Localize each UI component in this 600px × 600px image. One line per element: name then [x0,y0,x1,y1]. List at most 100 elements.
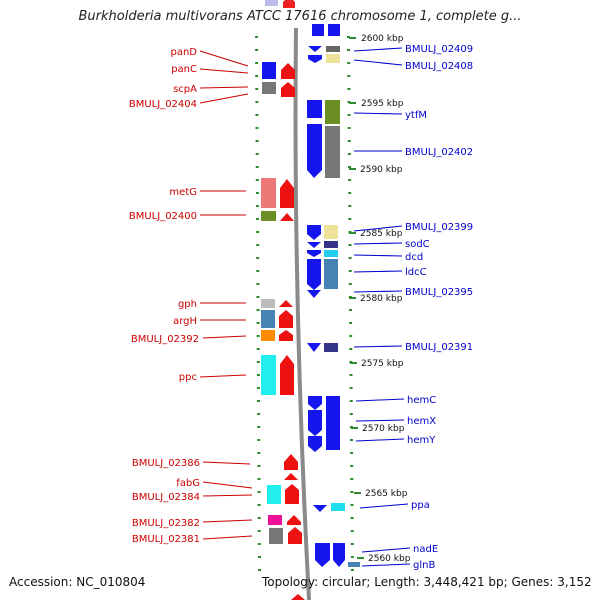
right-track-dot [348,283,352,285]
gene-glnB [348,562,360,567]
gene-hemC [326,396,340,450]
label-argH: argH [173,316,197,327]
label-BMULJ_02384: BMULJ_02384 [132,492,200,503]
gene-nadE-b [333,543,345,567]
gene-BMULJ_02408 [308,55,322,63]
left-track-dot [255,166,259,168]
left-track-dot [256,374,260,376]
left-track-dot [256,348,260,350]
gene-arrow-top [283,0,295,8]
gene-metG-b [280,179,294,208]
label-sodC: sodC [405,239,430,250]
label-BMULJ_02402: BMULJ_02402 [405,147,473,158]
left-track-dot [256,231,260,233]
gene-dcd [324,250,338,257]
gene-argH [261,310,275,328]
label-ytfM: ytfM [405,110,427,121]
left-track-dot [257,478,261,480]
label-hemX: hemX [407,416,436,427]
left-track-dot [255,153,259,155]
gene-BMULJ_02409-b [326,46,340,52]
ruler-label-2560: 2560 kbp [368,554,411,564]
gene-gph [261,299,275,308]
gene-BMULJ_02382 [268,515,282,525]
right-track-dot [347,153,351,155]
gene-BMULJ_02381 [269,528,283,544]
label-BMULJ_02392: BMULJ_02392 [131,334,199,345]
gene-panD [281,63,295,79]
label-BMULJ_02391: BMULJ_02391 [405,342,473,353]
right-track-dot [347,140,351,142]
gene-argH-b [279,310,293,328]
left-track-dot [257,530,261,532]
gene-sodC [324,241,338,248]
gene-scpA [262,82,276,94]
gene-BMULJ_02402 [307,124,322,178]
label-panD: panD [170,47,197,58]
ruler-labels: 2600 kbp 2595 kbp 2590 kbp 2585 kbp 2580… [360,34,411,564]
left-track-dot [257,517,261,519]
left-track-dot [256,322,260,324]
right-track-dot [347,75,351,77]
right-track-dot [350,439,353,441]
ruler-ticks [349,37,364,559]
ruler-label-2590: 2590 kbp [360,165,403,175]
left-track-dot [255,179,259,181]
label-scpA: scpA [173,84,197,95]
right-track-dot [350,543,354,545]
gene-BMULJ_02384 [267,485,281,504]
left-track-dot [256,244,260,246]
gene-dcd-a [307,250,321,257]
ruler-label-2585: 2585 kbp [360,229,403,239]
gene-fabG [284,473,298,480]
label-ppc: ppc [179,372,197,383]
left-track-dot [256,218,259,220]
label-gph: gph [178,299,197,310]
label-fabG: fabG [176,478,200,489]
label-nadE: nadE [413,544,438,555]
left-track-dot [256,387,260,389]
label-BMULJ_02395: BMULJ_02395 [405,287,473,298]
right-track-dot [350,569,354,571]
ruler-label-2575: 2575 kbp [361,359,404,369]
gene-BMULJ_02382-b [287,515,301,525]
gene-BMULJ_02399 [324,225,338,239]
ruler-label-2580: 2580 kbp [360,294,403,304]
right-track-dot [350,530,354,532]
right-track-dot [349,413,353,415]
left-track-dot [257,413,261,415]
right-track-dot [347,62,351,64]
left-track-dot [256,270,260,272]
left-track-dot [257,491,261,493]
right-track-dot [348,257,352,259]
left-track-dot [257,439,261,441]
accession-text: Accession: NC_010804 [9,575,146,589]
left-leaders [199,50,253,540]
ruler-label-2595: 2595 kbp [361,99,404,109]
genome-stats-text: Topology: circular; Length: 3,448,421 bp… [262,575,592,589]
gene-BMULJ_02391-a [307,343,321,352]
label-BMULJ_02381: BMULJ_02381 [132,534,200,545]
gene-BMULJ_02391 [324,343,338,352]
label-ppa: ppa [411,500,430,511]
gene-ppc-b [280,355,294,395]
right-track-dot [349,348,353,350]
left-track-dot [255,114,259,116]
gene-ytfM-a [307,100,322,118]
gene-block-top-c [328,24,340,36]
label-BMULJ_02386: BMULJ_02386 [132,458,200,469]
right-track-dot [349,387,353,389]
right-track-dot [350,452,354,454]
gene-BMULJ_02400 [261,211,276,221]
left-track-dot [255,101,259,103]
gene-ppc [261,355,276,395]
right-track-dot [349,374,353,376]
right-track-dot [348,192,352,194]
left-track-dot [257,465,261,467]
gene-ppa-a [313,505,327,512]
right-track-dot [348,218,352,220]
right-track-dot [350,504,354,506]
right-track-dot [348,205,352,207]
label-BMULJ_02408: BMULJ_02408 [405,61,473,72]
gene-ldcC [324,259,338,289]
